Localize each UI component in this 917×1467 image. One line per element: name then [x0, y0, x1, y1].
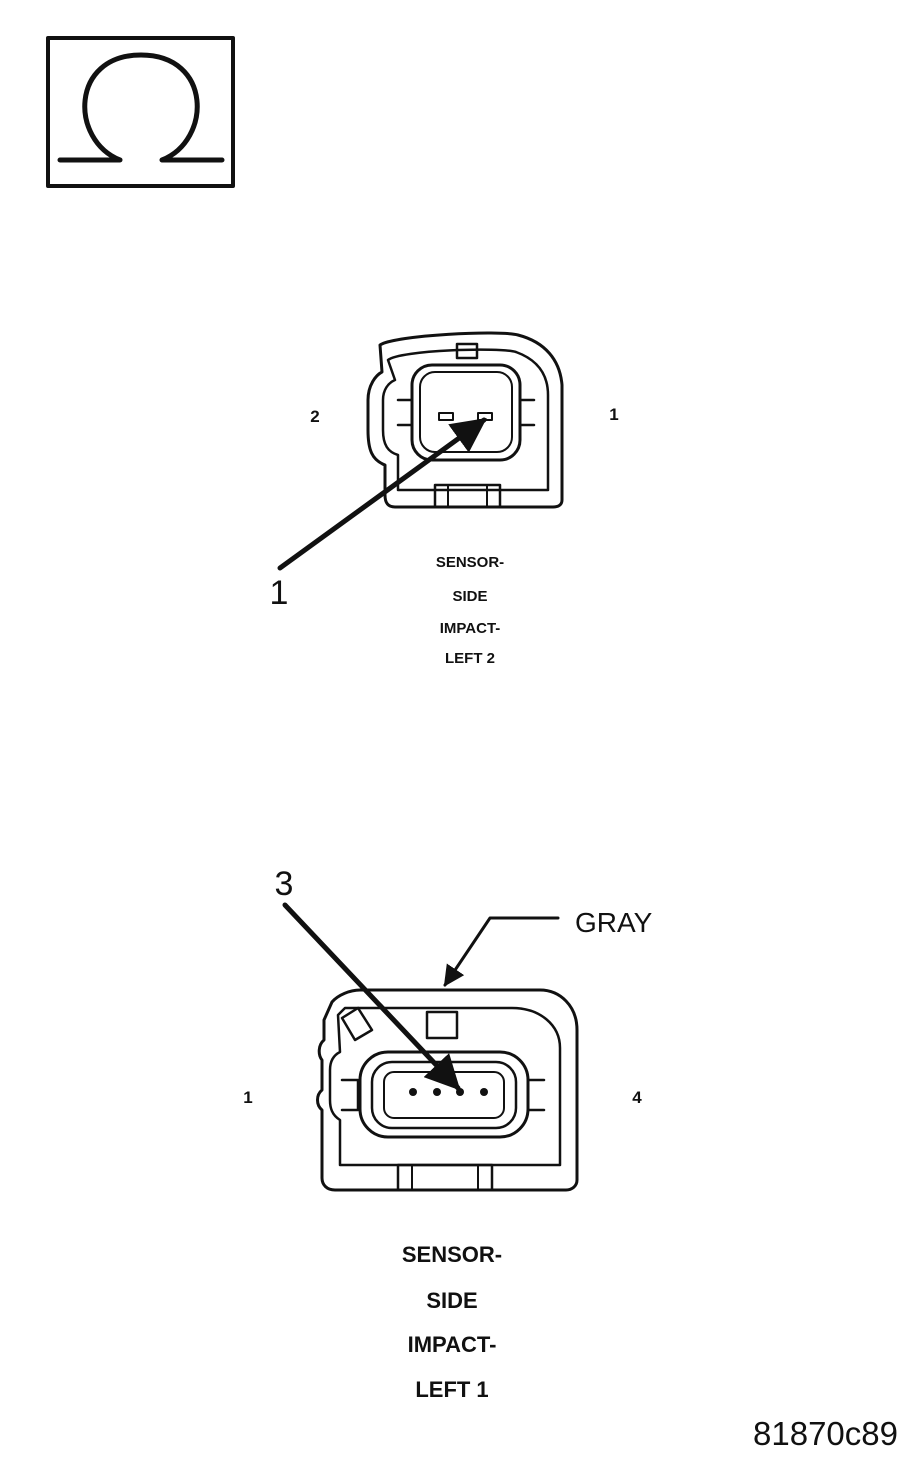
caption-line: SIDE: [426, 1288, 477, 1313]
caption-line: LEFT 1: [415, 1377, 488, 1402]
connector-caption: SENSOR- SIDE IMPACT- LEFT 2: [436, 554, 504, 667]
callout-arrow: [282, 902, 461, 1091]
callout-arrow: [277, 417, 487, 571]
caption-line: SENSOR-: [402, 1242, 502, 1267]
caption-line: IMPACT-: [440, 620, 501, 637]
pin-label-right: 4: [632, 1088, 642, 1107]
pin-label-right: 1: [609, 405, 618, 424]
color-label: GRAY: [575, 907, 653, 938]
connector-top: 2 1 1 SENSOR- SIDE IMPACT- LEFT 2: [270, 331, 619, 667]
ohm-symbol: [46, 36, 235, 188]
color-leader: [443, 916, 560, 987]
ohm-icon: [57, 52, 225, 163]
callout-number: 3: [275, 865, 294, 903]
connector-top-housing: [366, 331, 564, 509]
pin-label-left: 1: [243, 1088, 252, 1107]
pin-label-left: 2: [310, 407, 319, 426]
caption-line: SIDE: [452, 588, 487, 605]
figure-code: 81870c89: [753, 1415, 898, 1452]
caption-line: SENSOR-: [436, 554, 504, 571]
connector-caption: SENSOR- SIDE IMPACT- LEFT 1: [402, 1242, 502, 1402]
connector-bottom-housing: [316, 988, 579, 1192]
connector-bottom: 1 4 3 GRAY SENSOR- SIDE IMPACT- LEFT 1: [243, 865, 652, 1402]
callout-number: 1: [270, 574, 289, 612]
caption-line: IMPACT-: [408, 1332, 497, 1357]
caption-line: LEFT 2: [445, 650, 495, 667]
